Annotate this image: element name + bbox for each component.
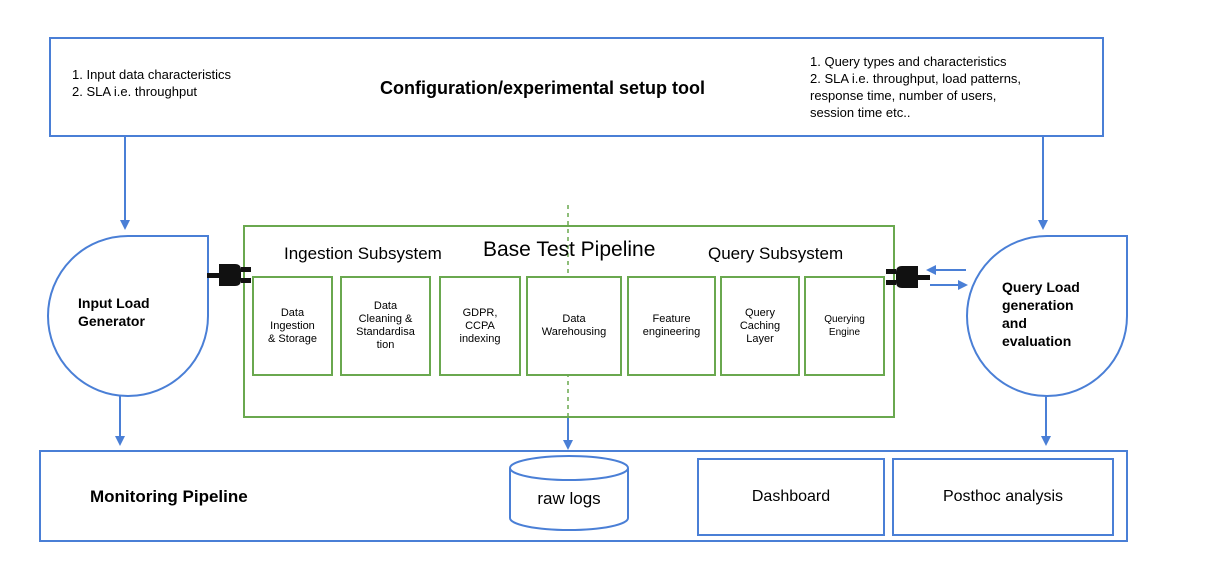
config-left-item: 2. SLA i.e. throughput — [72, 84, 198, 99]
dashboard-box: Dashboard — [697, 458, 885, 536]
config-left-item: 1. Input data characteristics — [72, 67, 231, 82]
posthoc-analysis-box: Posthoc analysis — [892, 458, 1114, 536]
stage-data-ingestion: Data Ingestion & Storage — [252, 276, 333, 376]
config-right-list: 1. Query types and characteristics 2. SL… — [810, 53, 1021, 121]
raw-logs-cylinder — [509, 455, 629, 531]
dashboard-label: Dashboard — [751, 488, 831, 505]
config-right-item: session time etc.. — [810, 105, 911, 120]
stage-label: Data Ingestion & Storage — [268, 306, 317, 345]
posthoc-analysis-label: Posthoc analysis — [942, 488, 1064, 505]
query-generator-label: Query Load generation and evaluation — [1002, 279, 1080, 349]
config-right-item: 1. Query types and characteristics — [810, 54, 1007, 69]
config-tool-title: Configuration/experimental setup tool — [380, 78, 706, 98]
stage-gdpr-ccpa: GDPR, CCPA indexing — [439, 276, 521, 376]
config-tool-box — [49, 37, 1104, 137]
raw-logs-label: raw logs — [537, 489, 601, 508]
input-generator-shape — [46, 235, 209, 397]
stage-feature-engineering: Feature engineering — [627, 276, 716, 376]
stage-label: Data Cleaning & Standardisa tion — [356, 300, 415, 351]
plug-icon — [886, 266, 930, 288]
monitoring-pipeline-title: Monitoring Pipeline — [90, 487, 248, 506]
stage-data-cleaning: Data Cleaning & Standardisa tion — [340, 276, 431, 376]
stage-label: GDPR, CCPA indexing — [459, 306, 501, 345]
config-right-item: 2. SLA i.e. throughput, load patterns, — [810, 71, 1022, 86]
stage-query-caching: Query Caching Layer — [720, 276, 800, 376]
config-right-item: response time, number of users, — [810, 88, 997, 103]
stage-label: Query Caching Layer — [739, 306, 781, 345]
query-generator-shape — [965, 235, 1128, 397]
stage-label: Data Warehousing — [541, 313, 607, 338]
stage-querying-engine: Querying Engine — [804, 276, 885, 376]
query-subsystem-label: Query Subsystem — [708, 244, 844, 263]
stage-label: Querying Engine — [824, 314, 865, 338]
stage-label: Feature engineering — [642, 313, 701, 338]
input-generator-label: Input Load Generator — [78, 295, 150, 329]
plug-icon — [207, 264, 251, 286]
base-test-pipeline-box — [243, 225, 895, 418]
stage-data-warehousing: Data Warehousing — [526, 276, 622, 376]
pipeline-title: Base Test Pipeline — [483, 238, 656, 261]
monitoring-pipeline-box — [39, 450, 1128, 542]
ingestion-subsystem-label: Ingestion Subsystem — [284, 244, 442, 263]
config-left-list: 1. Input data characteristics 2. SLA i.e… — [72, 66, 231, 100]
